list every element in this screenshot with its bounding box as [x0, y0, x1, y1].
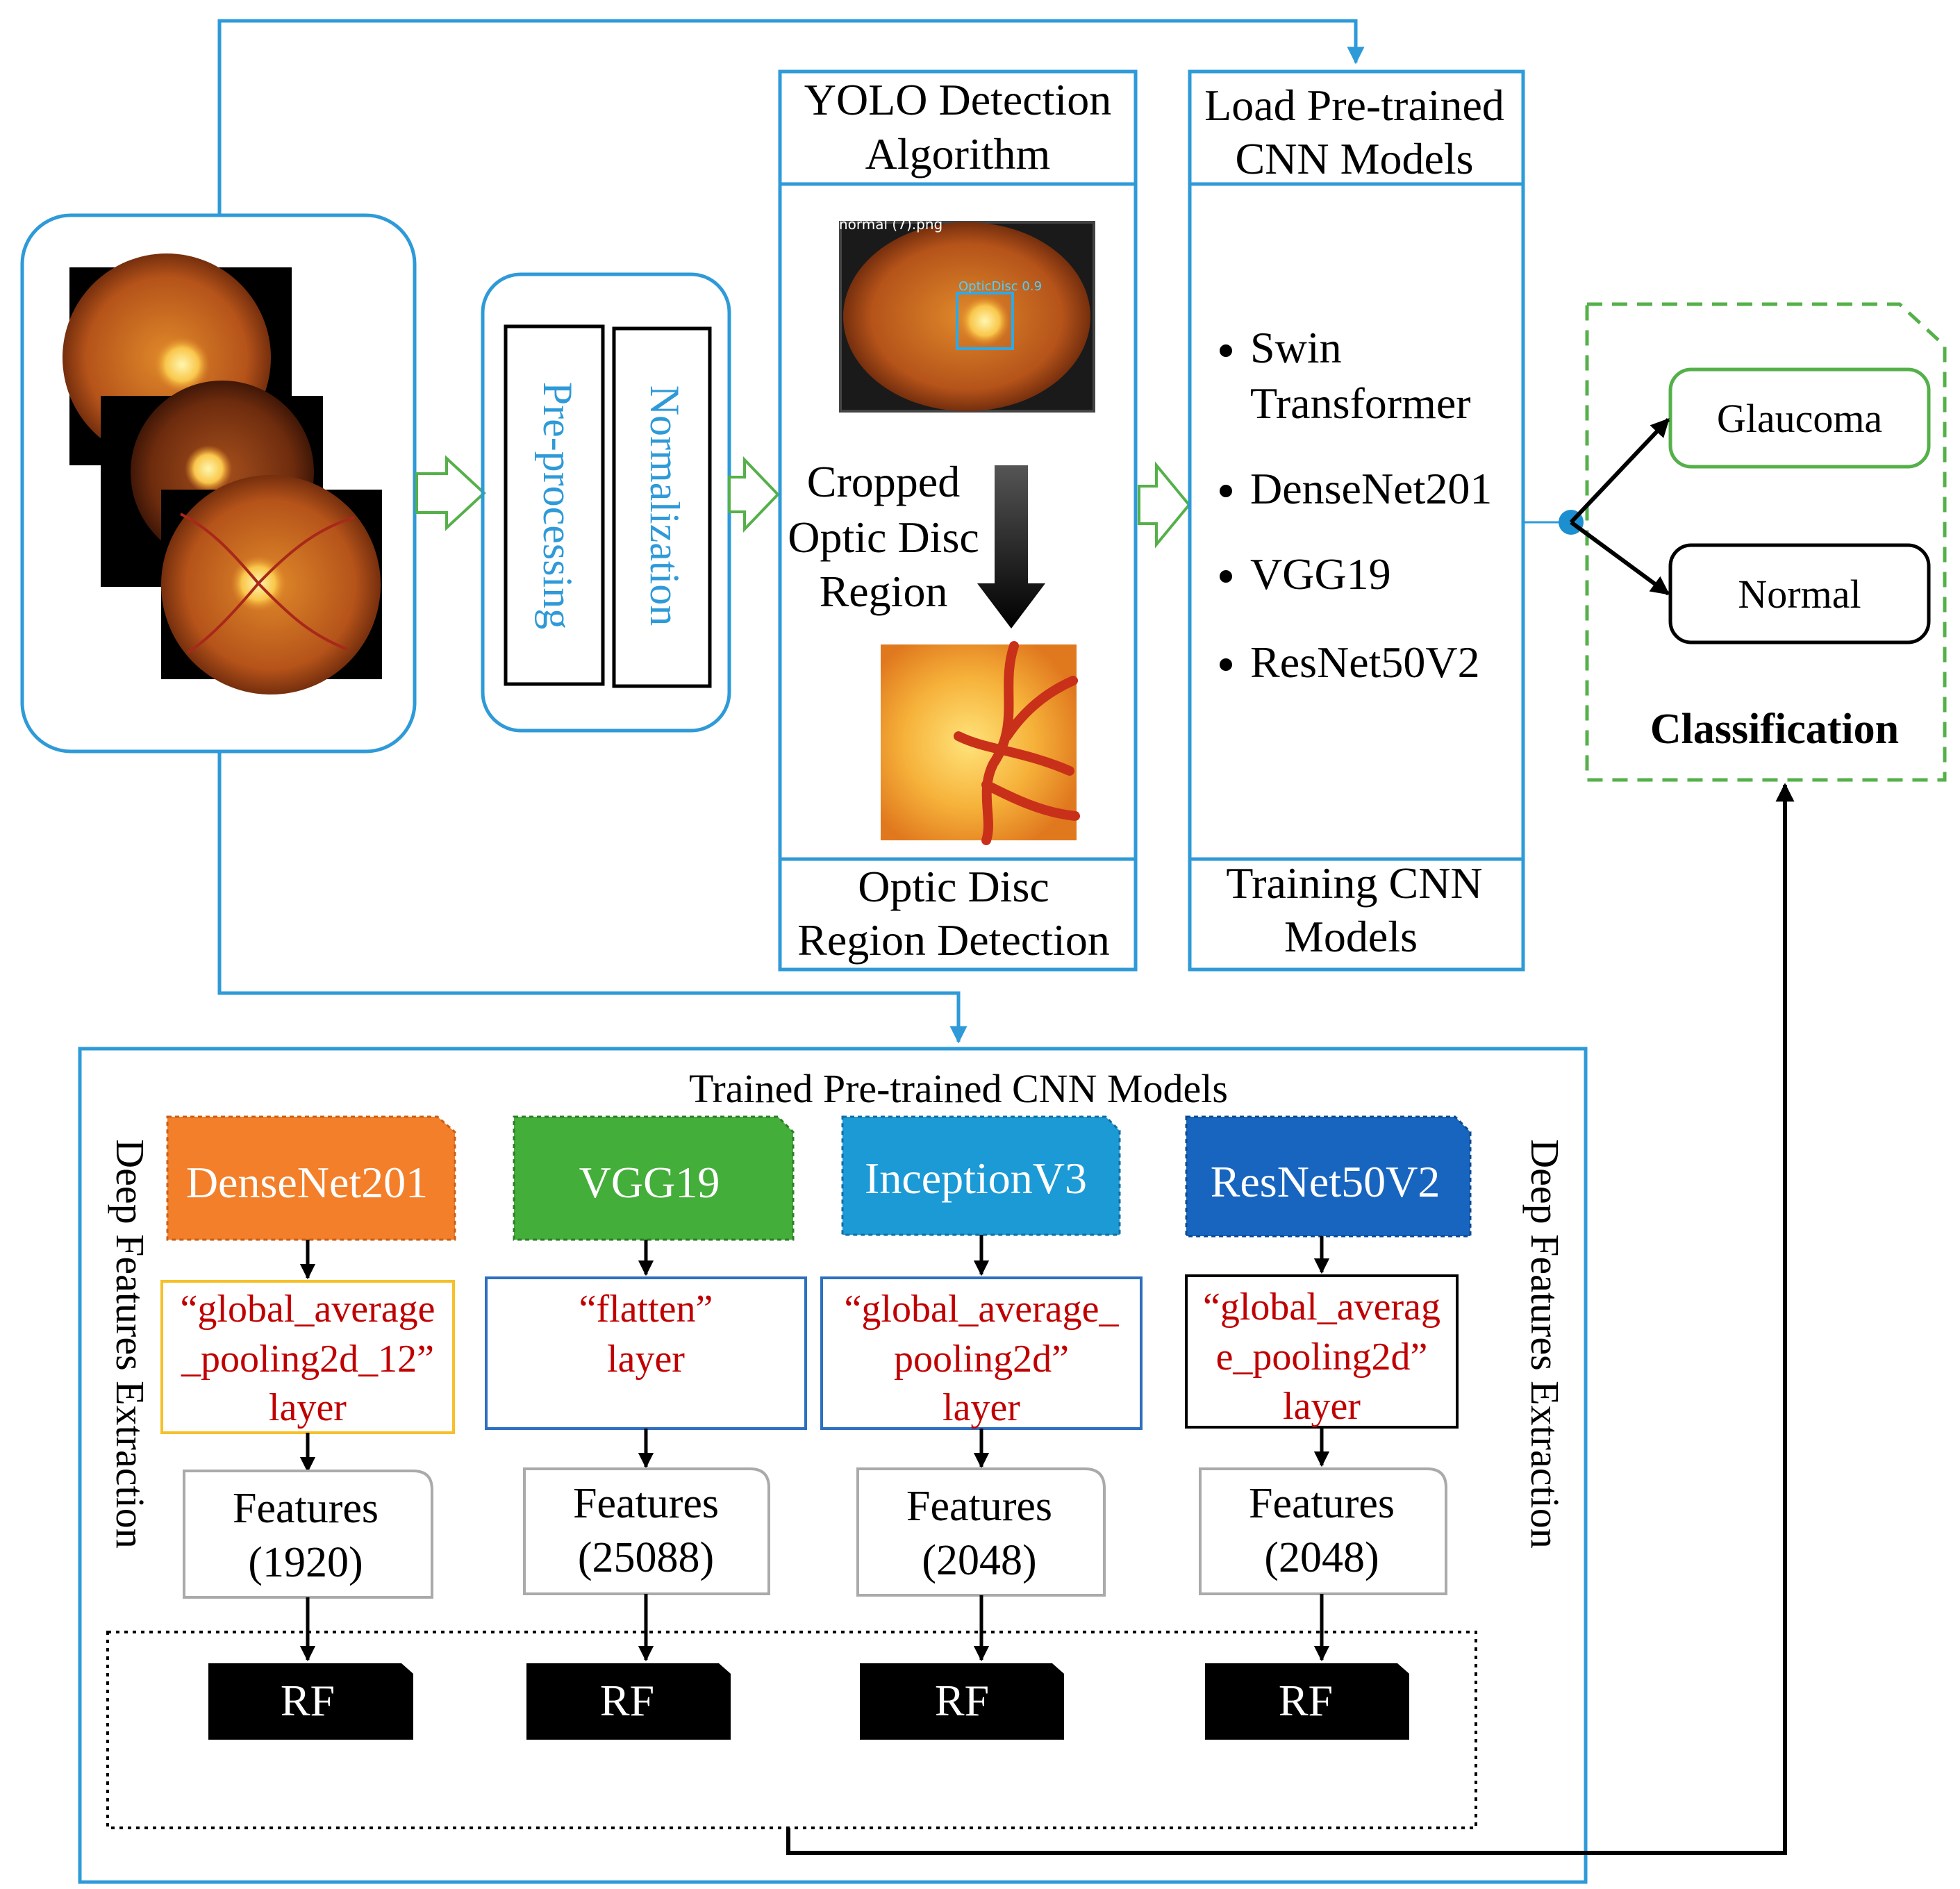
glaucoma-label: Glaucoma: [1717, 396, 1882, 441]
bbox-label: OpticDisc 0.9: [958, 279, 1042, 294]
rf-label-3: RF: [935, 1676, 989, 1725]
flow-arrow-2: [728, 456, 780, 533]
fundus-image-3: [161, 475, 382, 694]
normalization-label: Normalization: [642, 385, 688, 626]
yolo-footer-line1: Optic Disc: [858, 862, 1049, 911]
cnn-footer-line2: Models: [1284, 912, 1418, 961]
cropped-label-line1: Cropped: [807, 457, 960, 506]
deep-features-label-right: Deep Features Extraction: [1522, 1139, 1568, 1548]
cnn-title-line1: Load Pre-trained: [1204, 81, 1504, 130]
preprocessing-panel: [481, 272, 731, 733]
cnn-model-resnet: ResNet50V2: [1250, 638, 1480, 687]
rf-box-4: [1205, 1663, 1409, 1740]
densenet-model-label: DenseNet201: [186, 1158, 428, 1207]
resnet-model-box: [1185, 1115, 1472, 1238]
decision-to-glaucoma-arrow: [1569, 417, 1670, 524]
rf-label-1: RF: [281, 1676, 335, 1725]
cnn-title-line2: CNN Models: [1235, 134, 1473, 183]
inception-features-box: [856, 1467, 1106, 1597]
flow-arrow-3: [1138, 461, 1191, 549]
densenet-layer-line3: layer: [269, 1386, 347, 1429]
vgg-layer-line1: “flatten”: [579, 1288, 713, 1331]
input-to-cnn-connector: [217, 19, 1365, 215]
rf-box-2: [526, 1663, 731, 1740]
inception-layer-line1: “global_average_: [845, 1288, 1120, 1331]
cropped-disc-image: [881, 641, 1080, 845]
yolo-panel: [778, 69, 1138, 972]
densenet-model-box: [166, 1115, 456, 1241]
image-filename: normal (7).png: [839, 216, 942, 233]
inception-layer-line3: layer: [942, 1386, 1020, 1429]
crop-down-arrow: [977, 465, 1045, 629]
cnn-model-vgg: VGG19: [1250, 549, 1391, 599]
resnet-layer-line3: layer: [1283, 1385, 1361, 1428]
inception-features-line1: Features: [906, 1483, 1052, 1530]
vgg-model-box: [513, 1115, 795, 1241]
resnet-features-line2: (2048): [1264, 1534, 1379, 1581]
glaucoma-box: [1668, 367, 1931, 469]
cropped-label-line3: Region: [820, 567, 948, 616]
trained-models-panel: [78, 1047, 1588, 1884]
densenet-features-line1: Features: [233, 1485, 379, 1532]
cnn-model-swin-line1: Swin: [1250, 323, 1342, 372]
resnet-model-label: ResNet50V2: [1211, 1157, 1440, 1206]
yolo-detection-image: OpticDisc 0.9 normal (7).png: [839, 216, 1095, 413]
cnn-panel: [1188, 69, 1525, 972]
preprocessing-label: Pre-processing: [535, 382, 581, 630]
densenet-features-box: [183, 1470, 433, 1599]
yolo-title-line2: Algorithm: [865, 129, 1051, 178]
resnet-features-box: [1199, 1467, 1447, 1595]
input-to-trained-connector: [217, 751, 967, 1044]
bullet-icon: [1220, 344, 1232, 357]
inception-model-box: [841, 1115, 1121, 1236]
cnn-model-densenet: DenseNet201: [1250, 464, 1492, 513]
rf-box-1: [208, 1663, 413, 1740]
normal-box: [1668, 543, 1931, 644]
yolo-title-line1: YOLO Detection: [804, 75, 1112, 124]
vgg-features-line1: Features: [573, 1480, 719, 1527]
resnet-features-line1: Features: [1249, 1480, 1395, 1527]
optic-disc-bbox: [956, 292, 1014, 350]
densenet-layer-line2: _pooling2d_12”: [181, 1338, 434, 1381]
rf-to-classification-connector: [786, 783, 1795, 1855]
normal-label: Normal: [1738, 572, 1861, 617]
trained-models-title: Trained Pre-trained CNN Models: [689, 1066, 1228, 1111]
cropped-label-line2: Optic Disc: [788, 513, 979, 562]
flow-arrow-1: [415, 455, 486, 531]
resnet-layer-line2: e_pooling2d”: [1216, 1335, 1428, 1379]
preprocessing-box: [504, 324, 605, 686]
densenet-layer-line1: “global_average: [181, 1288, 435, 1331]
rf-group: [106, 1631, 1477, 1829]
vgg-layer-line2: layer: [607, 1338, 685, 1381]
normalization-box: [612, 326, 712, 688]
bullet-icon: [1220, 658, 1232, 671]
rf-label-2: RF: [600, 1676, 654, 1725]
inception-model-label: InceptionV3: [865, 1154, 1087, 1203]
cnn-footer-line1: Training CNN: [1226, 858, 1482, 908]
rf-label-4: RF: [1279, 1676, 1333, 1725]
yolo-footer-line2: Region Detection: [797, 915, 1110, 965]
vgg-features-line2: (25088): [578, 1534, 714, 1581]
deep-features-label-left: Deep Features Extraction: [108, 1139, 153, 1548]
densenet-features-line2: (1920): [248, 1539, 363, 1586]
bullet-icon: [1220, 570, 1232, 583]
cnn-model-swin-line2: Transformer: [1250, 378, 1471, 428]
vgg-features-box: [523, 1467, 770, 1595]
inception-layer-line2: pooling2d”: [894, 1338, 1069, 1381]
decision-to-normal-arrow: [1570, 520, 1670, 596]
bullet-icon: [1220, 485, 1232, 497]
classification-title: Classification: [1650, 706, 1899, 753]
vgg-model-label: VGG19: [579, 1158, 720, 1207]
inception-features-line2: (2048): [922, 1537, 1036, 1584]
classification-panel: [1585, 302, 1947, 782]
rf-box-3: [860, 1663, 1064, 1740]
resnet-layer-line1: “global_averag: [1203, 1285, 1440, 1329]
